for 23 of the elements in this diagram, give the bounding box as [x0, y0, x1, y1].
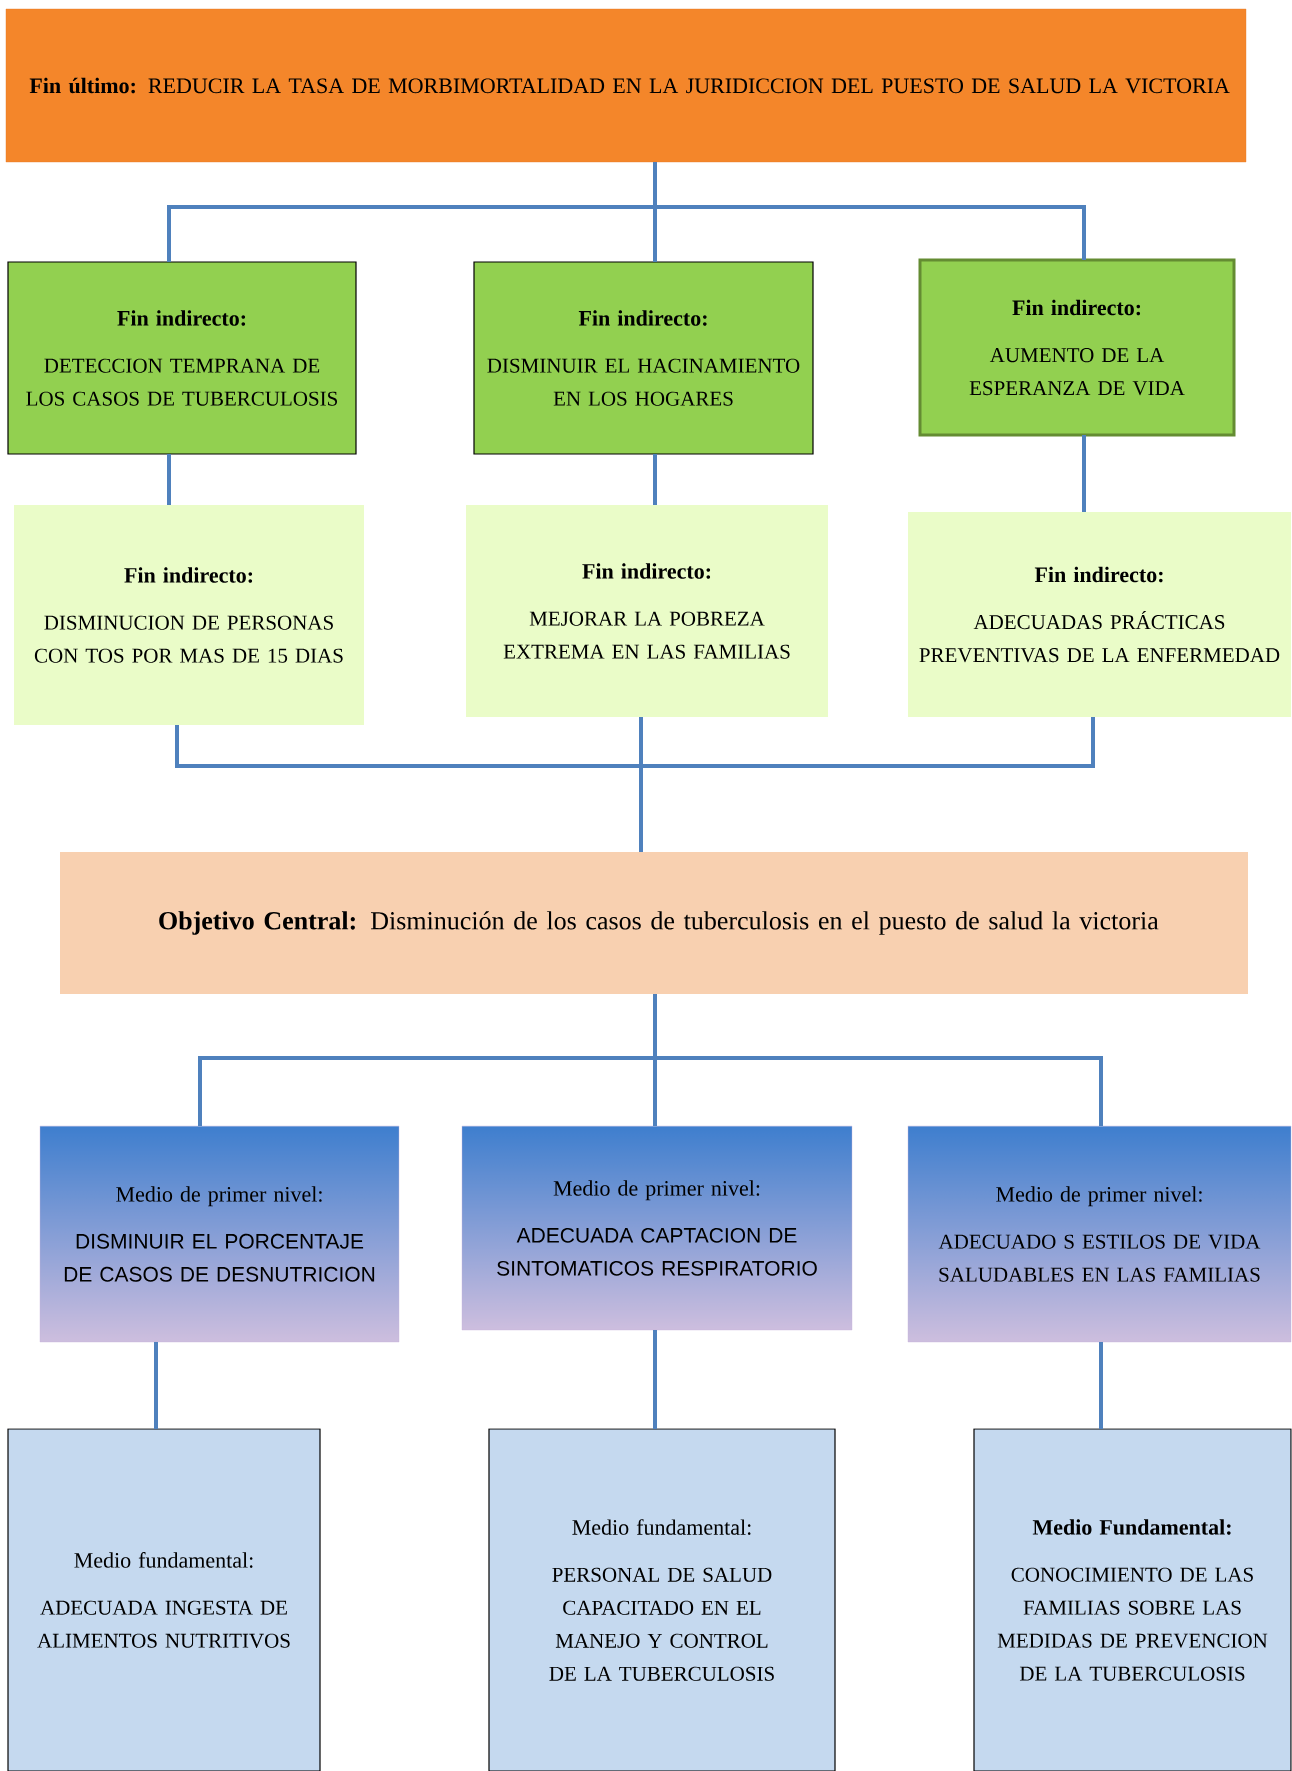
means-box: Medio fundamental: PERSONAL DE SALUD CAPACITADO EN EL MANEJO Y CONTROL DE LA TUBERCULOSIS — [488, 1428, 836, 1771]
goal-box: Fin indirecto: AUMENTO DE LA ESPERANZA DE VIDA — [918, 258, 1236, 437]
connector — [653, 994, 1103, 1126]
goal-box: Fin indirecto: DETECCION TEMPRANA DE LOS CASOS DE TUBERCULOSIS — [7, 261, 357, 455]
goal-box: Fin indirecto: DISMINUIR EL HACINAMIENTO EN LOS HOGARES — [473, 261, 814, 455]
connector — [653, 162, 1086, 260]
connector — [167, 454, 171, 505]
connector — [653, 454, 657, 505]
goal-box: Fin indirecto: DISMINUCION DE PERSONAS CON TOS POR MAS DE 15 DIAS — [14, 505, 364, 725]
connector — [1099, 1342, 1103, 1429]
connector — [653, 1330, 657, 1429]
goal-box: Fin indirecto: ADECUADAS PRÁCTICAS PREVENTIVAS DE LA ENFERMEDAD — [908, 512, 1291, 717]
means-box: Medio fundamental: ADECUADA INGESTA DE ALIMENTOS NUTRITIVOS — [7, 1428, 321, 1771]
connector — [1082, 435, 1086, 512]
objective-box: Objetivo Central: Disminución de los casos de tuberculosis en el puesto de salud la victoria — [60, 852, 1248, 994]
connector — [639, 717, 1095, 852]
means-box: Medio de primer nivel: ADECUADA CAPTACION DE SINTOMATICOS RESPIRATORIO — [461, 1125, 853, 1331]
goal-banner: Fin último: REDUCIR LA TASA DE MORBIMORTALIDAD EN LA JURIDICCION DEL PUESTO DE SALUD LA VICTORIA — [5, 8, 1247, 163]
means-box: Medio de primer nivel: DISMINUIR EL PORCENTAJE DE CASOS DE DESNUTRICION — [39, 1125, 400, 1343]
means-box: Medio de primer nivel: ADECUADO S ESTILOS DE VIDA SALUDABLES EN LAS FAMILIAS — [907, 1125, 1292, 1343]
means-box: Medio Fundamental: CONOCIMIENTO DE LAS FAMILIAS SOBRE LAS MEDIDAS DE PREVENCION DE LA TUBERCULOSIS — [973, 1428, 1292, 1771]
connector — [154, 1342, 158, 1429]
goal-box: Fin indirecto: MEJORAR LA POBREZA EXTREMA EN LAS FAMILIAS — [466, 505, 828, 717]
